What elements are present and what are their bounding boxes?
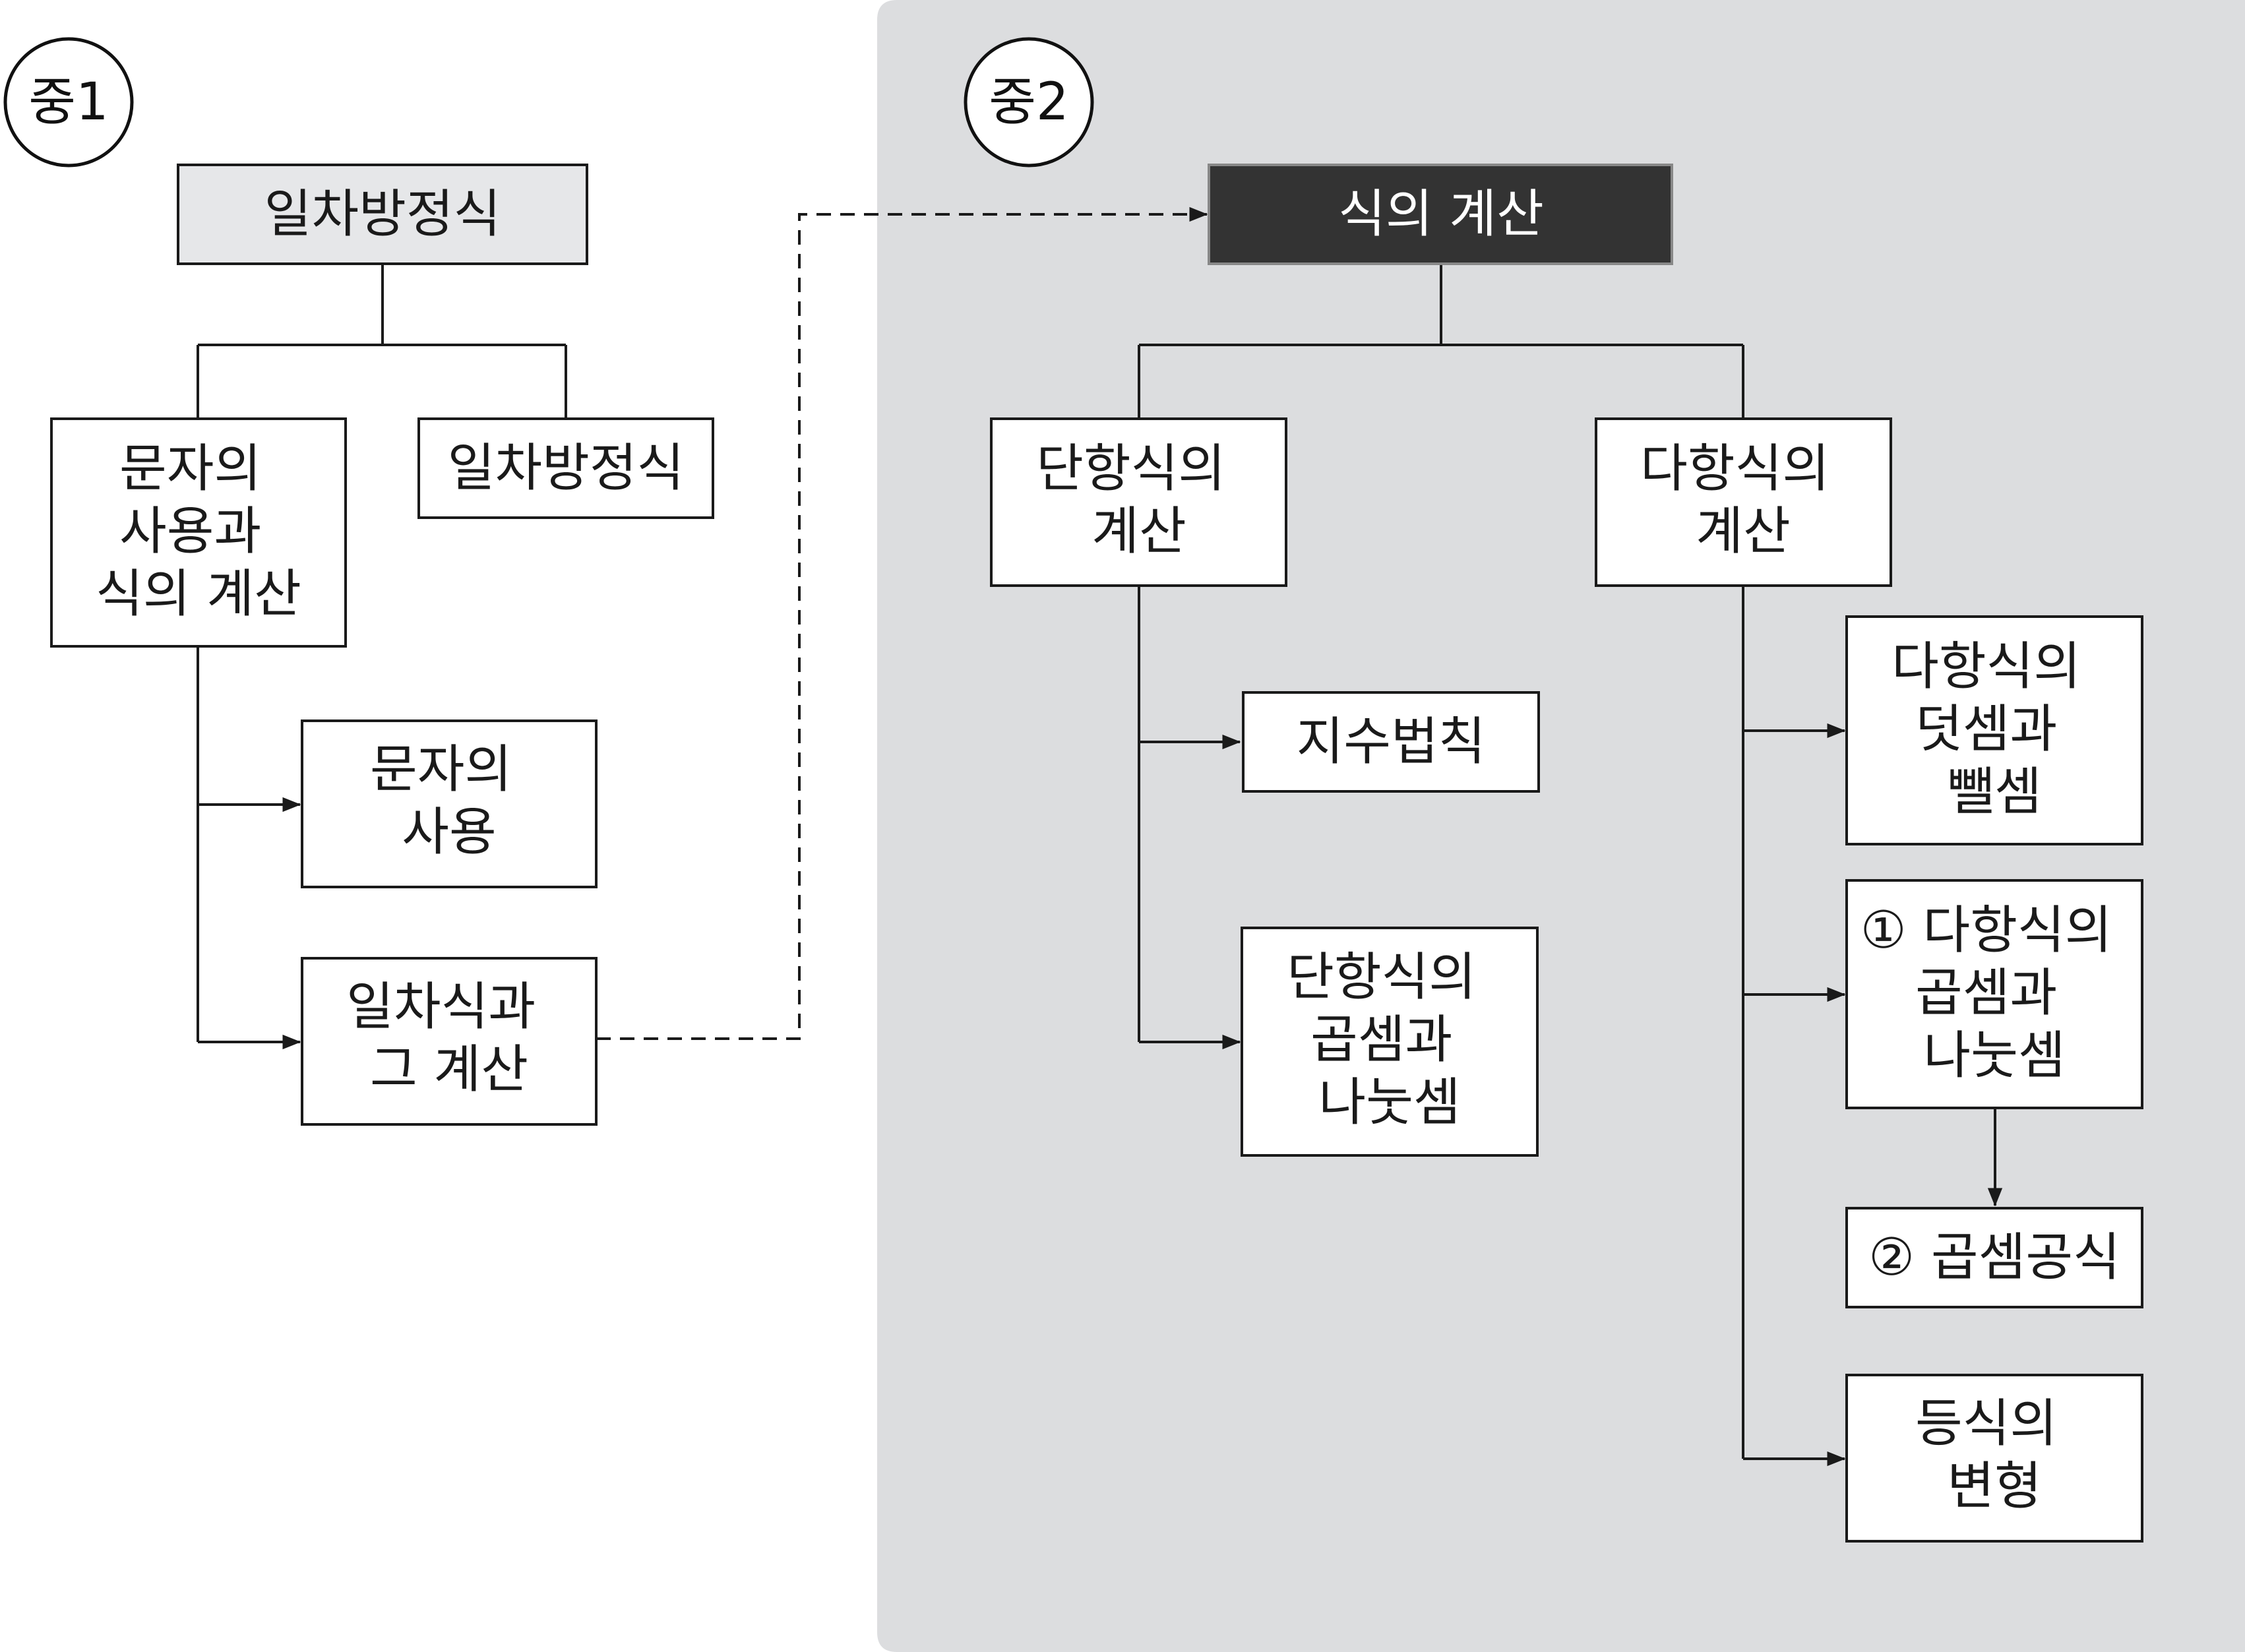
node-use-of-letters-label: 문자의 사용 — [370, 740, 528, 862]
node-linear-equation: 일차방정식 — [417, 417, 714, 519]
grade2-section: 중2 식의 계산 단항식의 계산 다항식의 계산 — [964, 37, 2143, 1543]
node-polynomial-muldiv: ① 다항식의 곱셈과 나눗셈 — [1845, 879, 2143, 1109]
grade2-badge — [964, 37, 1094, 168]
node-polynomial-addsub: 다항식의 덧셈과 뺄셈 — [1845, 615, 2143, 845]
node-linear-expression-label: 일차식과 그 계산 — [346, 977, 552, 1099]
grade1-badge-label: 중1 — [28, 73, 108, 132]
node-letters-and-expressions: 문자의 사용과 식의 계산 — [50, 417, 347, 648]
node-multiplication-formula-label: ② 곱셈공식 — [1868, 1228, 2120, 1287]
grade1-badge — [3, 37, 134, 168]
node-polynomial-calc-label: 다항식의 계산 — [1640, 439, 1846, 561]
grade1-root-node: 일차방정식 — [177, 164, 588, 265]
node-monomial-calc-label: 단항식의 계산 — [1036, 439, 1242, 561]
node-monomial-muldiv-label: 단항식의 곱셈과 나눗셈 — [1287, 948, 1492, 1132]
grade2-badge-label: 중2 — [989, 73, 1068, 132]
node-exponent-laws: 지수법칙 — [1242, 691, 1540, 793]
grade2-root-label: 식의 계산 — [1338, 185, 1544, 244]
node-exponent-laws-label: 지수법칙 — [1296, 712, 1485, 772]
node-multiplication-formula: ② 곱셈공식 — [1845, 1207, 2143, 1308]
node-letters-and-expressions-label: 문자의 사용과 식의 계산 — [96, 439, 301, 624]
grade1-section: 중1 일차방정식 문자의 사용과 식의 계산 일차방정식 문자의 — [3, 37, 714, 1126]
node-polynomial-muldiv-label: ① 다항식의 곱셈과 나눗셈 — [1861, 901, 2129, 1086]
grade2-tree-connector — [1138, 264, 1744, 419]
grade2-root-node: 식의 계산 — [1208, 164, 1673, 265]
node-use-of-letters: 문자의 사용 — [301, 719, 598, 888]
node-monomial-calc: 단항식의 계산 — [990, 417, 1287, 587]
grade1-tree-connector — [197, 264, 567, 419]
node-linear-expression: 일차식과 그 계산 — [301, 957, 598, 1126]
grade1-root-label: 일차방정식 — [264, 185, 501, 244]
dashed-link-to-grade2 — [596, 206, 1208, 1040]
node-equation-transform: 등식의 변형 — [1845, 1374, 2143, 1543]
node-equation-transform-label: 등식의 변형 — [1915, 1394, 2074, 1516]
node-polynomial-calc: 다항식의 계산 — [1595, 417, 1892, 587]
node-linear-equation-label: 일차방정식 — [448, 439, 685, 498]
node-polynomial-addsub-label: 다항식의 덧셈과 뺄셈 — [1891, 637, 2097, 822]
node-monomial-muldiv: 단항식의 곱셈과 나눗셈 — [1241, 927, 1539, 1157]
